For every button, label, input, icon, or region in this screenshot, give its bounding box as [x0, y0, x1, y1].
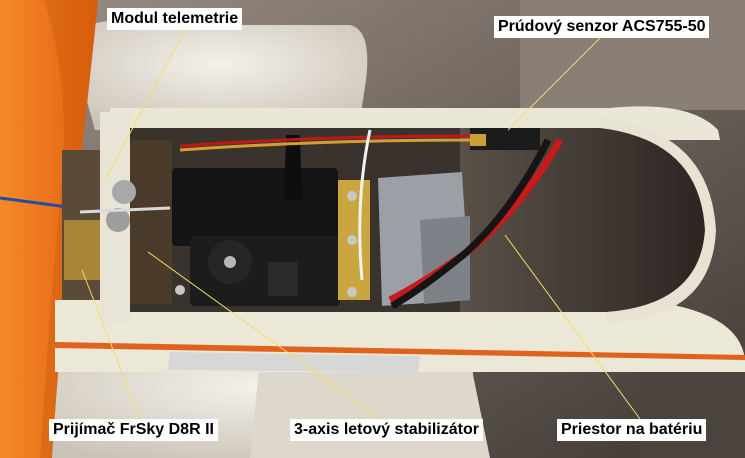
- leader-line-receiver: [81, 269, 141, 420]
- current-sensor: [470, 128, 540, 150]
- wire-bundle-top: [179, 138, 471, 152]
- pushrod: [79, 206, 171, 214]
- label-telemetry-module: Modul telemetrie: [107, 8, 243, 30]
- connector-pins: [64, 220, 100, 280]
- cushion-bottom-right: [250, 360, 490, 458]
- battery-lead-black: [390, 138, 552, 310]
- wire-white: [358, 129, 372, 281]
- bay-rim: [600, 118, 716, 322]
- servo-arm: [284, 135, 302, 200]
- servo-upper: [172, 168, 338, 246]
- screw-4: [175, 285, 185, 295]
- magnet-2: [106, 208, 130, 232]
- fuselage-stripe: [55, 342, 745, 360]
- servo-label: [268, 262, 298, 296]
- wing-edge: [0, 0, 98, 458]
- leader-line-battery: [504, 234, 641, 420]
- leader-line-sensor: [507, 37, 601, 131]
- battery-bay: [460, 128, 705, 312]
- screw-3: [347, 287, 357, 297]
- label-stabilizer: 3-axis letový stabilizátor: [290, 419, 483, 441]
- wire-red-top: [179, 134, 471, 148]
- leader-line-stabilizer: [147, 251, 381, 420]
- magnet-1: [112, 180, 136, 204]
- servo-horn-screw: [224, 256, 236, 268]
- label-battery-bay: Priestor na batériu: [557, 419, 707, 441]
- leader-line-telemetry: [104, 29, 186, 181]
- label-current-sensor: Prúdový senzor ACS755-50: [494, 16, 710, 38]
- cushion-top: [70, 20, 368, 130]
- fuselage-lettering: [168, 352, 420, 372]
- screw-1: [347, 191, 357, 201]
- label-receiver: Prijímač FrSky D8R II: [49, 419, 218, 441]
- sensor-contact: [470, 134, 486, 146]
- screw-2: [347, 235, 357, 245]
